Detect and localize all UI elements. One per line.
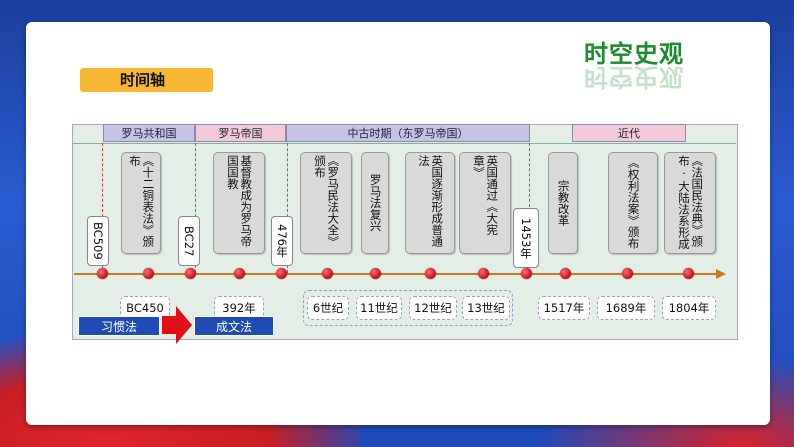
period-middle-ages: 中古时期（东罗马帝国） [286, 124, 530, 142]
period-roman-republic: 罗马共和国 [103, 124, 195, 142]
event-twelve-tables: 《十二铜表法》颁布 [121, 152, 161, 254]
event-common-law: 英国逐渐形成普通法 [405, 152, 455, 254]
timeline-dot [425, 268, 436, 279]
event-bill-of-rights: 《权利法案》颁布 [608, 152, 658, 254]
date-476: 476年 [271, 216, 293, 266]
timeline-dot [478, 268, 489, 279]
timeline-dot [683, 268, 694, 279]
date-11th-century: 11世纪 [356, 296, 402, 320]
date-6th-century: 6世纪 [307, 296, 349, 320]
arrow-right-icon [162, 306, 192, 344]
timeline-dot [322, 268, 333, 279]
event-napoleonic-code: 《法国民法典》颁布·大陆法系形成 [664, 152, 716, 254]
timeline-dot [97, 268, 108, 279]
page-heading-reflection: 时空史观 [584, 62, 684, 97]
date-1804: 1804年 [662, 296, 716, 320]
event-magna-carta: 英国通过《大宪章》 [459, 152, 511, 254]
date-13th-century: 13世纪 [462, 296, 510, 320]
timeline-dot [143, 268, 154, 279]
section-title-tag: 时间轴 [80, 68, 213, 92]
timeline-dot [521, 268, 532, 279]
event-reformation: 宗教改革 [548, 152, 578, 254]
timeline-dot [234, 268, 245, 279]
period-modern: 近代 [572, 124, 686, 142]
written-law-label: 成文法 [194, 316, 274, 336]
date-1453: 1453年 [513, 208, 539, 268]
event-christianity: 基督教成为罗马帝国国教 [213, 152, 265, 254]
date-bc27: BC27 [178, 216, 200, 266]
date-1689: 1689年 [597, 296, 655, 320]
timeline-dot [560, 268, 571, 279]
event-corpus-juris: 《罗马民法大全》颁布 [300, 152, 352, 254]
date-1517: 1517年 [538, 296, 590, 320]
timeline-arrow-icon [716, 269, 726, 279]
timeline-dot [370, 268, 381, 279]
period-roman-empire: 罗马帝国 [195, 124, 286, 142]
timeline-dot [622, 268, 633, 279]
date-bc509: BC509 [87, 216, 109, 266]
timeline-dot [185, 268, 196, 279]
timeline-dot [276, 268, 287, 279]
date-12th-century: 12世纪 [409, 296, 457, 320]
event-roman-law-revival: 罗马法复兴 [361, 152, 389, 254]
customary-law-label: 习惯法 [78, 316, 160, 336]
